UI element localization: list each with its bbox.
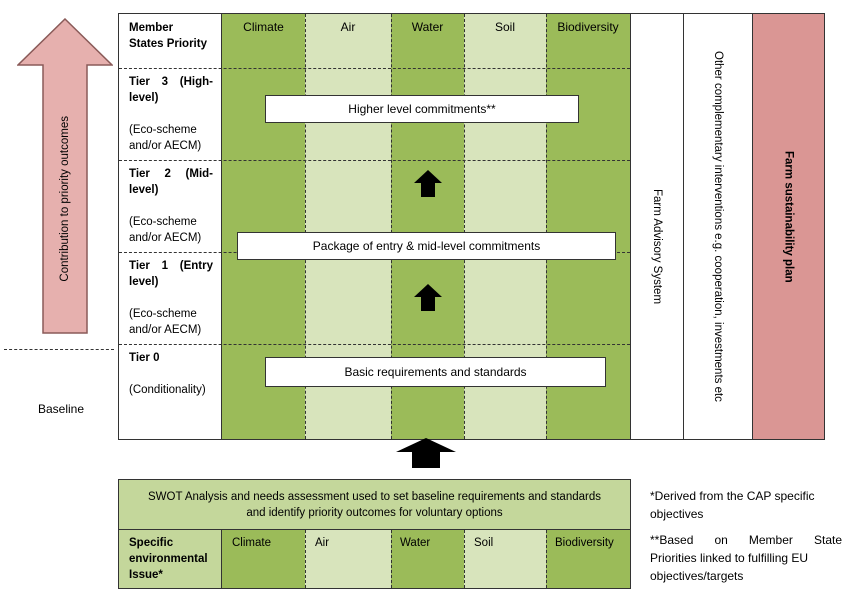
contribution-arrow-label: Contribution to priority outcomes bbox=[59, 116, 71, 282]
footnote-1-line2: objectives bbox=[650, 507, 704, 521]
header-line2: States Priority bbox=[129, 38, 207, 50]
tier-3-sub1: (Eco-scheme bbox=[129, 124, 197, 136]
row-separator bbox=[119, 68, 630, 69]
main-grid bbox=[118, 13, 631, 440]
tier-0-label: Tier 0 (Conditionality) bbox=[129, 350, 213, 398]
bottom-column-separator bbox=[305, 530, 306, 588]
higher-level-commitments-box: Higher level commitments** bbox=[265, 95, 579, 123]
contribution-arrow bbox=[17, 18, 113, 334]
tier-3-title: Tier 3 (High- bbox=[129, 76, 213, 88]
bottom-soil-label: Soil bbox=[474, 537, 494, 549]
tier-2-title: Tier 2 (Mid- bbox=[129, 168, 213, 180]
footnote-2-line2: Priorities linked to fulfilling EU bbox=[650, 551, 809, 565]
other-interventions-label: Other complementary interventions e.g. c… bbox=[712, 51, 724, 402]
row-separator bbox=[119, 344, 630, 345]
bottom-biodiversity-label: Biodiversity bbox=[555, 537, 614, 549]
footnote-1-line1: *Derived from the CAP specific bbox=[650, 489, 815, 503]
header-cell: Member States Priority bbox=[129, 20, 219, 52]
tier-2-title-cont: level) bbox=[129, 184, 159, 196]
header-line1: Member bbox=[129, 22, 174, 34]
package-commitments-box: Package of entry & mid-level commitments bbox=[237, 232, 616, 260]
basic-requirements-box: Basic requirements and standards bbox=[265, 357, 606, 387]
footnote-1: *Derived from the CAP specific objective… bbox=[650, 487, 842, 523]
bottom-column-separator bbox=[391, 530, 392, 588]
tier-2-label: Tier 2 (Mid- level) (Eco-scheme and/or A… bbox=[129, 166, 213, 246]
tier-2-sub1: (Eco-scheme bbox=[129, 216, 197, 228]
specific-issue-line2: environmental bbox=[129, 553, 208, 565]
tier-3-label: Tier 3 (High- level) (Eco-scheme and/or … bbox=[129, 74, 213, 154]
tier-1-title-cont: level) bbox=[129, 276, 159, 288]
farm-advisory-system-label: Farm Advisory System bbox=[651, 188, 663, 305]
column-header-water: Water bbox=[411, 20, 444, 34]
column-separator bbox=[305, 14, 306, 439]
column-separator bbox=[546, 14, 547, 439]
bottom-climate-bg bbox=[222, 530, 305, 588]
farm-advisory-system-column: Farm Advisory System bbox=[631, 13, 684, 440]
bottom-air-label: Air bbox=[315, 537, 330, 549]
bottom-air-bg bbox=[305, 530, 391, 588]
tier-1-sub2: and/or AECM) bbox=[129, 324, 202, 336]
column-header-climate: Climate bbox=[243, 20, 284, 34]
up-arrow-icon bbox=[414, 170, 442, 197]
column-separator bbox=[464, 14, 465, 439]
footnote-2-line3: objectives/targets bbox=[650, 569, 744, 583]
tier-2-sub2: and/or AECM) bbox=[129, 232, 202, 244]
other-interventions-column: Other complementary interventions e.g. c… bbox=[684, 13, 753, 440]
column-header-biodiversity: Biodiversity bbox=[557, 20, 619, 34]
baseline-label: Baseline bbox=[38, 402, 85, 416]
bottom-soil-bg bbox=[464, 530, 546, 588]
contribution-arrow-label-wrap: Contribution to priority outcomes bbox=[43, 68, 87, 330]
bottom-column-separator bbox=[464, 530, 465, 588]
tier-3-title-cont: level) bbox=[129, 92, 159, 104]
specific-issue-label: Specific environmental Issue* bbox=[129, 535, 219, 583]
up-arrow-icon bbox=[414, 284, 442, 311]
footnote-2: **Based on Member State Priorities linke… bbox=[650, 531, 842, 585]
tier-1-title: Tier 1 (Entry bbox=[129, 260, 213, 272]
baseline-line bbox=[4, 349, 114, 350]
tier-0-title: Tier 0 bbox=[129, 352, 160, 364]
tier-3-sub2: and/or AECM) bbox=[129, 140, 202, 152]
tier-1-label: Tier 1 (Entry level) (Eco-scheme and/or … bbox=[129, 258, 213, 338]
column-separator bbox=[391, 14, 392, 439]
swot-box: SWOT Analysis and needs assessment used … bbox=[118, 479, 631, 530]
farm-sustainability-plan-label: Farm sustainability plan bbox=[782, 150, 795, 283]
swot-line1: SWOT Analysis and needs assessment used … bbox=[147, 490, 601, 503]
column-header-air: Air bbox=[340, 20, 356, 34]
swot-line2: and identify priority outcomes for volun… bbox=[246, 506, 503, 519]
bottom-water-bg bbox=[391, 530, 464, 588]
column-header-soil: Soil bbox=[494, 20, 515, 34]
tier-1-sub1: (Eco-scheme bbox=[129, 308, 197, 320]
large-up-arrow-icon bbox=[396, 438, 456, 468]
row-separator bbox=[119, 160, 630, 161]
farm-sustainability-plan-column: Farm sustainability plan bbox=[753, 13, 825, 440]
specific-issue-line1: Specific bbox=[129, 537, 174, 549]
specific-issue-line3: Issue* bbox=[129, 569, 163, 581]
bottom-water-label: Water bbox=[400, 537, 431, 549]
footnote-2-line1: **Based on Member State bbox=[650, 533, 842, 547]
bottom-biodiversity-bg bbox=[546, 530, 630, 588]
bottom-label-divider bbox=[221, 530, 222, 588]
bottom-column-separator bbox=[546, 530, 547, 588]
bottom-climate-label: Climate bbox=[232, 537, 271, 549]
label-column-divider bbox=[221, 14, 222, 439]
tier-0-sub1: (Conditionality) bbox=[129, 384, 206, 396]
